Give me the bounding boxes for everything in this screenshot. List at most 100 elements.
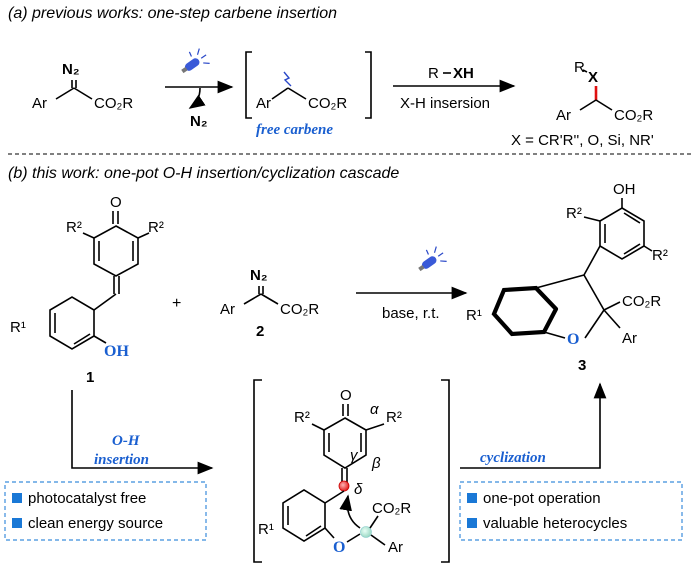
insertion-product: R X Ar CO₂R X = CR'R'', O, Si, NR' (511, 59, 654, 149)
c3-c3-bond (535, 274, 585, 289)
xh-insertion-text: X-H insersion (400, 95, 490, 112)
oh-insertion-arrow (71, 390, 214, 475)
product-scope-text: X = CR'R'', O, Si, NR' (511, 132, 654, 149)
int-o-label: O (340, 387, 352, 404)
c3-c2-bond (583, 274, 605, 311)
compound-1-number: 1 (86, 369, 94, 386)
plus-sign: + (172, 295, 181, 312)
feature-box-left: photocatalyst free clean energy source (4, 481, 207, 541)
c1-o-label: O (110, 194, 122, 211)
compound-3: OH R² R² O CO₂R Ar R¹ 3 (466, 181, 668, 374)
c1-r2-right-bond (137, 232, 150, 239)
left-bracket (245, 51, 252, 119)
xh-insertion-arrow: R XH X-H insersion (393, 65, 516, 112)
cyclization-label: cyclization (480, 450, 546, 466)
bullet-square-icon (467, 518, 477, 528)
compound-2-number: 2 (256, 323, 264, 340)
product-rx-bond (582, 69, 588, 73)
feature-one-pot: one-pot operation (483, 490, 601, 507)
c3-phenol-double-2 (623, 243, 641, 255)
feature-box-right: one-pot operation valuable heterocycles (459, 481, 683, 541)
part-a-heading: (a) previous works: one-step carbene ins… (8, 5, 337, 22)
ar-label: Ar (32, 95, 47, 112)
int-r2-right-bond (365, 423, 385, 431)
c3-o-c2-bond (584, 309, 605, 339)
int-ar-bond (370, 534, 386, 546)
int-beta-label: β (371, 455, 381, 472)
c2-ar-label: Ar (220, 301, 235, 318)
feature-photocatalyst-free: photocatalyst free (28, 490, 146, 507)
int-o-bond (324, 527, 335, 539)
int-aryl-ring (282, 489, 326, 542)
product-ar-label: Ar (556, 107, 571, 124)
c3-phenol-double-3 (623, 212, 641, 224)
c1-oh-label: OH (104, 343, 129, 360)
c2-n2-label: N₂ (250, 267, 268, 284)
c1-quinone-ring (93, 225, 139, 277)
curved-release-arrow (188, 87, 206, 109)
c2-ar-bond (243, 293, 262, 305)
c1-ch-bond (93, 293, 117, 311)
cyclization-curved-arrow (339, 494, 361, 529)
c3-oh-label: OH (613, 181, 636, 198)
c3-ring-o-bond (543, 331, 566, 339)
c3-r2-left-bond (583, 216, 601, 222)
carbene-spark-icon (283, 71, 292, 87)
c2-ester-bond (260, 293, 279, 305)
oh-label-line2: insertion (94, 452, 149, 468)
c3-r2-left: R² (566, 205, 582, 222)
int-quinone-ring (323, 417, 367, 469)
bond-to-ar (55, 87, 75, 100)
c3-r2-right-bond (643, 245, 653, 252)
c3-phenol-ring (599, 207, 645, 260)
reagent-xh-label: XH (453, 65, 474, 82)
oh-label-line1: O-H (112, 433, 141, 449)
feature-box-left-border (4, 481, 207, 541)
feature-box-right-border (459, 481, 683, 541)
c1-oh-bond (93, 335, 107, 344)
product-bond-ester (595, 99, 613, 111)
int-left-bracket (253, 379, 262, 563)
c1-r1-label: R¹ (10, 319, 26, 336)
reagent-r-label: R (428, 65, 439, 82)
carbene-bond-left (271, 87, 289, 100)
c1-arom-double-2 (73, 333, 91, 345)
c3-linker-bond (583, 245, 601, 276)
blue-led-icon-2 (418, 246, 447, 272)
int-r1-label: R¹ (258, 521, 274, 538)
released-n2-label: N₂ (190, 113, 208, 130)
right-bracket (365, 51, 372, 119)
c1-r2-left-bond (82, 232, 95, 239)
c3-co2r-label: CO₂R (622, 293, 661, 310)
c3-r2-right: R² (652, 247, 668, 264)
blue-led-icon (181, 48, 210, 74)
c3-ar-label: Ar (622, 330, 637, 347)
main-reaction-arrow: base, r.t. (356, 246, 468, 322)
carbanion-green-dot (360, 526, 372, 538)
int-co2r-label: CO₂R (372, 500, 411, 517)
c1-r2-left: R² (66, 219, 82, 236)
product-bond-ar (579, 99, 597, 111)
ylide-intermediate: O R² R² α γ β δ R¹ O CO₂R Ar (253, 379, 450, 563)
feature-heterocycles: valuable heterocycles (483, 515, 627, 532)
compound-3-number: 3 (578, 357, 586, 374)
int-alpha-label: α (370, 401, 379, 418)
int-ester-bond (369, 515, 379, 529)
c3-ar-bond (603, 309, 621, 329)
int-aryl-double-2 (305, 525, 322, 537)
delta-carbon-red-dot (338, 480, 350, 492)
int-o-c-bond (346, 533, 361, 543)
c3-benzene-ring (491, 285, 559, 337)
carbene-ar-label: Ar (256, 95, 271, 112)
product-co2r-label: CO₂R (614, 107, 653, 124)
base-rt-label: base, r.t. (382, 305, 440, 322)
c1-phenol-ring (49, 296, 95, 350)
int-ch-bond (324, 490, 345, 504)
c1-r2-right: R² (148, 219, 164, 236)
int-r2-left-bond (311, 423, 325, 431)
carbene-bond-right (287, 87, 307, 100)
oh-insertion-step: O-H insertion (71, 390, 214, 475)
int-o-ether: O (333, 539, 345, 556)
c3-r1-label: R¹ (466, 307, 482, 324)
